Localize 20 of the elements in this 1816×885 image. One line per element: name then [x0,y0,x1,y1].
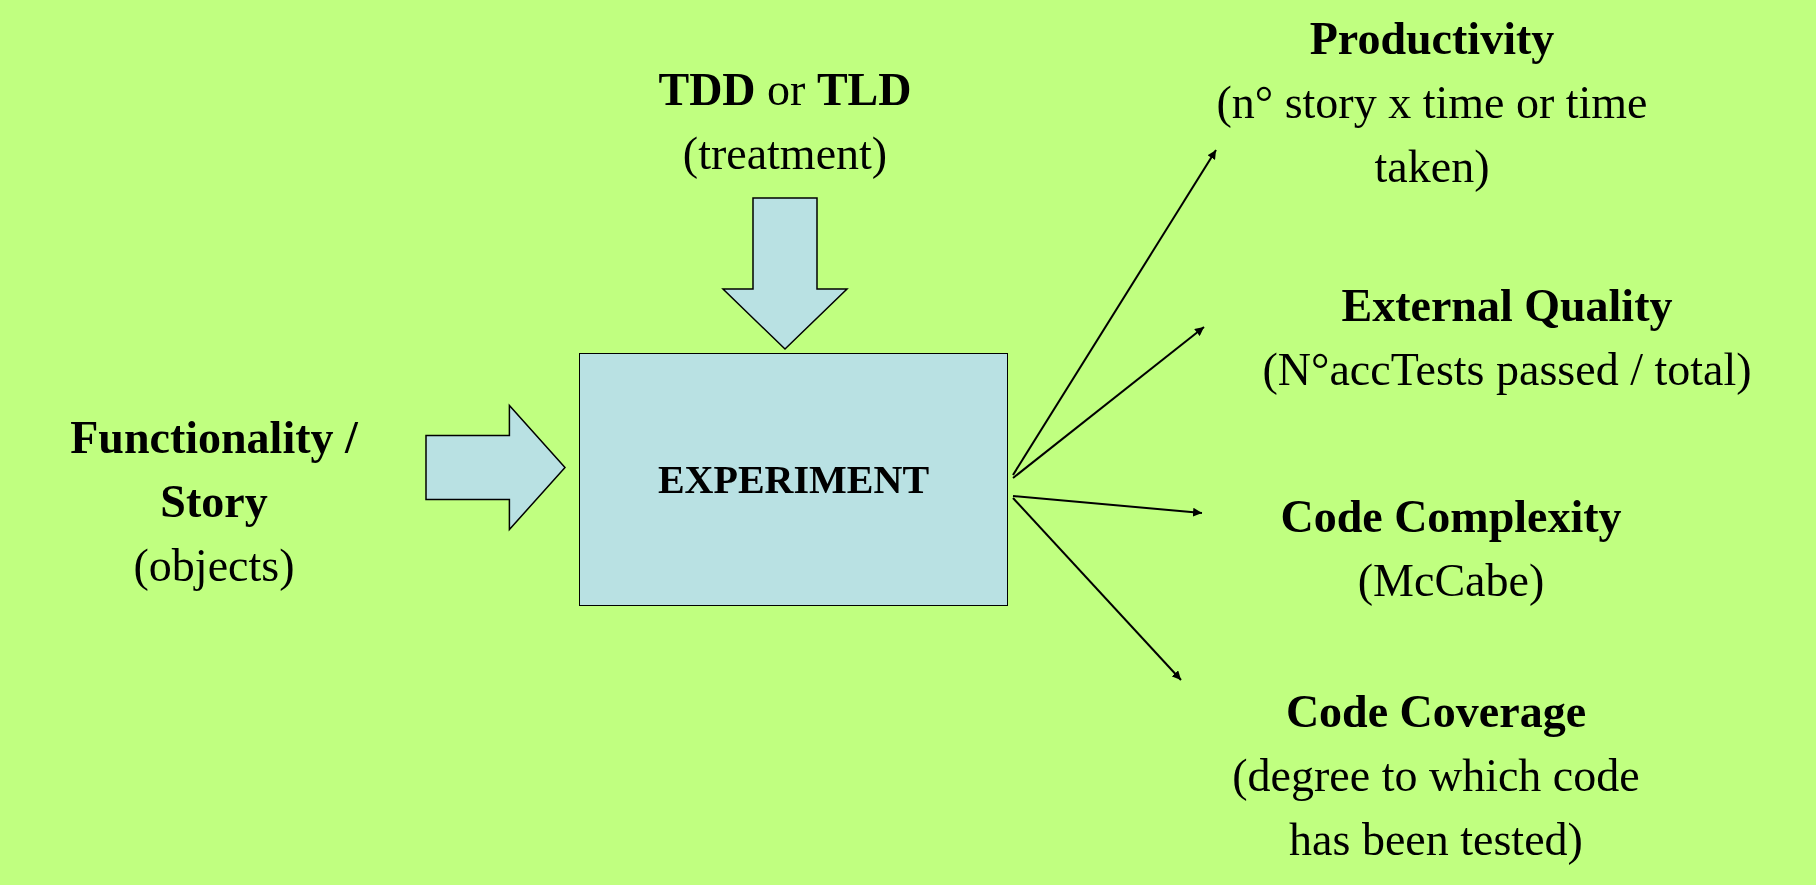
node-heading: TDD or TLD [658,63,912,117]
node-heading: Functionality / Story [69,411,359,529]
node-heading: Code Complexity [1280,490,1622,544]
node-text: (objects) [133,539,295,593]
node-heading: External Quality [1341,279,1673,333]
node-text: (treatment) [682,127,888,181]
node-heading: Productivity [1309,12,1555,66]
box-label: EXPERIMENT [657,455,930,504]
process-box [579,353,1008,606]
arrow [1012,497,1182,681]
node-text: (degree to which code has been tested) [1231,749,1641,867]
block-arrow [425,403,566,532]
node-text: (n° story x time or time taken) [1216,76,1648,194]
arrow [1012,149,1217,476]
block-arrow [721,197,849,351]
arrow [1012,326,1205,479]
node-text: (N°accTests passed / total) [1262,343,1752,397]
node-heading: Code Coverage [1285,685,1587,739]
node-text: (McCabe) [1357,554,1545,608]
arrow [1012,495,1203,517]
